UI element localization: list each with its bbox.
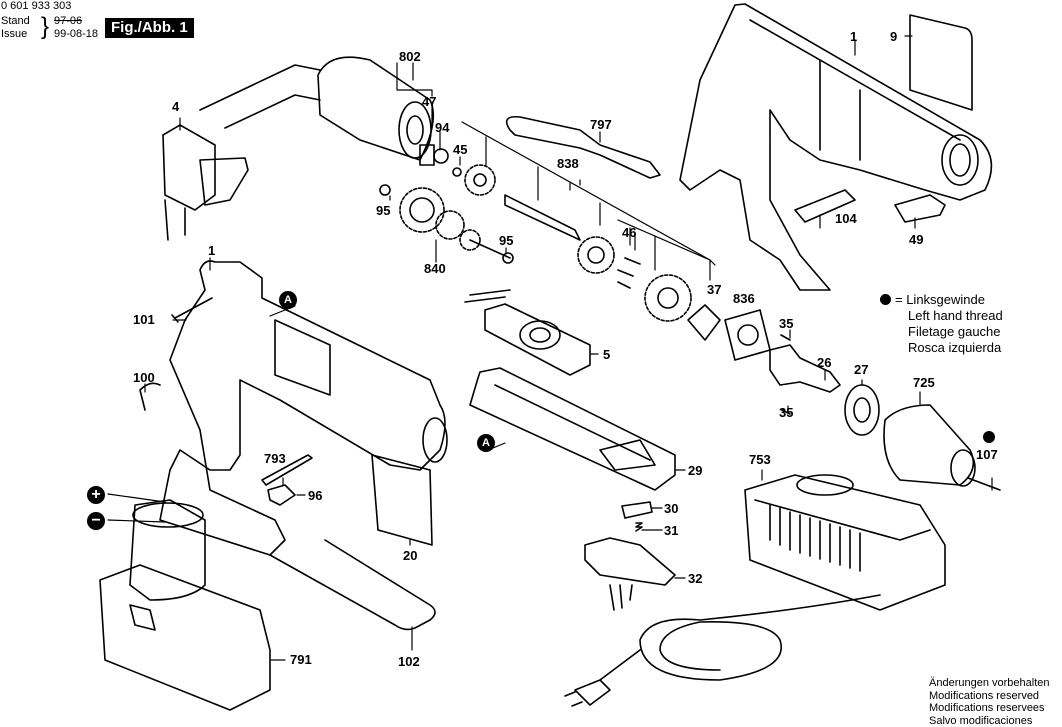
contact-holder-32-shape	[584, 537, 676, 611]
plus-terminal-icon: +	[87, 486, 105, 504]
part-label-840[interactable]: 840	[424, 261, 446, 276]
part-label-32[interactable]: 32	[688, 571, 703, 586]
legend-line-4: Rosca izquierda	[908, 340, 1002, 355]
part-label-37[interactable]: 37	[707, 282, 722, 297]
legend-line-3: Filetage gauche	[908, 324, 1001, 339]
issue-label: Issue	[1, 28, 28, 40]
part-label-49[interactable]: 49	[909, 232, 924, 247]
hook-100-shape	[139, 382, 161, 411]
part-label-5[interactable]: 5	[603, 347, 611, 362]
reference-marker-a-lower: A	[477, 434, 495, 452]
part-label-29[interactable]: 29	[688, 463, 703, 478]
part-label-101[interactable]: 101	[133, 312, 155, 327]
part-label-27[interactable]: 27	[854, 362, 869, 377]
part-label-791[interactable]: 791	[290, 652, 312, 667]
part-label-35b[interactable]: 35	[779, 405, 794, 420]
part-label-797[interactable]: 797	[590, 117, 612, 132]
pcb-shape	[794, 189, 856, 223]
legend-line-2: Left hand thread	[908, 308, 1003, 323]
slider-30-shape	[621, 501, 653, 519]
modifications-notice: Änderungen vorbehalten Modifications res…	[929, 677, 1049, 727]
stand-label: Stand	[1, 15, 30, 27]
part-label-95b[interactable]: 95	[499, 233, 514, 248]
housing-right-shape	[679, 3, 993, 291]
leader-lines	[107, 35, 993, 661]
spring-31-shape	[635, 522, 643, 532]
stand-old-value: 97-06	[54, 15, 83, 27]
screw-101-shape	[171, 297, 213, 323]
bit-holder-96-shape	[267, 484, 296, 506]
part-label-96[interactable]: 96	[308, 488, 323, 503]
part-label-26[interactable]: 26	[817, 355, 832, 370]
seal-cord-102-shape	[269, 539, 436, 631]
footer-line-3: Modifications reservees	[929, 702, 1045, 714]
nameplate-shape	[909, 14, 973, 111]
bit-793-shape	[261, 454, 313, 486]
label-20-shape	[371, 454, 433, 546]
housing-left-shape	[159, 260, 448, 556]
motor-shape	[199, 56, 435, 166]
left-hand-thread-icon	[880, 294, 891, 305]
selector-cover-shape	[464, 289, 676, 491]
switch-shape	[162, 124, 249, 241]
brace-icon: }	[41, 13, 50, 40]
figure-label: Fig./Abb. 1	[105, 18, 194, 38]
part-label-35a[interactable]: 35	[779, 316, 794, 331]
part-label-100[interactable]: 100	[133, 370, 155, 385]
part-label-47[interactable]: 47	[422, 94, 437, 109]
footer-line-4: Salvo modificaciones	[929, 714, 1033, 727]
part-label-1-top[interactable]: 1	[850, 29, 858, 44]
part-label-94[interactable]: 94	[435, 120, 450, 135]
part-label-753[interactable]: 753	[749, 452, 771, 467]
part-label-1-left[interactable]: 1	[208, 243, 216, 258]
part-label-104[interactable]: 104	[835, 211, 857, 226]
part-label-20[interactable]: 20	[403, 548, 418, 563]
minus-terminal-icon: −	[87, 512, 105, 530]
part-label-95a[interactable]: 95	[376, 203, 391, 218]
part-label-836[interactable]: 836	[733, 291, 755, 306]
part-label-802[interactable]: 802	[399, 49, 421, 64]
issue-value: 99-08-18	[54, 28, 99, 40]
part-label-4[interactable]: 4	[172, 99, 180, 114]
part-number: 0 601 933 303	[1, 0, 72, 12]
thread-legend: = Linksgewinde Left hand thread Filetage…	[880, 292, 1003, 356]
slide-switch-shape	[894, 194, 946, 223]
part-label-45[interactable]: 45	[453, 142, 468, 157]
part-label-793[interactable]: 793	[264, 451, 286, 466]
part-label-46[interactable]: 46	[622, 225, 637, 240]
reference-marker-a-upper: A	[279, 291, 297, 309]
part-label-107[interactable]: 107	[976, 447, 998, 462]
left-hand-thread-icon	[983, 431, 995, 443]
part-label-725[interactable]: 725	[913, 375, 935, 390]
part-label-102[interactable]: 102	[398, 654, 420, 669]
legend-line-1: = Linksgewinde	[895, 292, 985, 307]
part-label-9[interactable]: 9	[890, 29, 898, 44]
gears-shape	[379, 148, 771, 361]
part-label-838[interactable]: 838	[557, 156, 579, 171]
wrist-strap-shape	[505, 115, 661, 179]
charger-shape	[564, 474, 946, 707]
part-label-31[interactable]: 31	[664, 523, 679, 538]
spindle-chuck-shape	[769, 334, 1001, 491]
footer-line-1: Änderungen vorbehalten	[929, 677, 1050, 689]
battery-shape	[99, 499, 271, 711]
footer-line-2: Modifications reserved	[929, 689, 1040, 702]
part-label-30[interactable]: 30	[664, 501, 679, 516]
